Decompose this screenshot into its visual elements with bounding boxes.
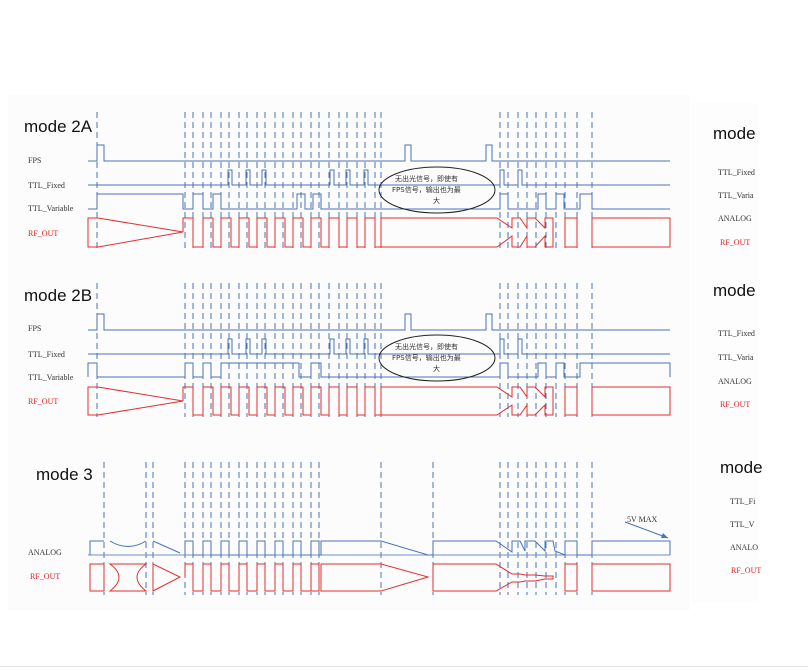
ttl-variable-label: TTL_Variable: [28, 204, 74, 213]
right-label: RF_OUT: [720, 238, 750, 247]
arrow-head-icon: [661, 533, 668, 538]
right-label: TTL_Varia: [718, 191, 754, 200]
right-label: RF_OUT: [731, 566, 761, 575]
right-mode-title-1: mode: [713, 124, 756, 143]
note-ellipse: [378, 334, 496, 382]
rf-out-label: RF_OUT: [28, 397, 58, 406]
page-divider: [0, 666, 808, 667]
ttl-fixed-waveform: [88, 338, 670, 355]
ttl-variable-waveform: [87, 362, 671, 378]
right-label: ANALOG: [718, 214, 752, 223]
right-mode-title-2: mode: [713, 281, 756, 300]
note-line-1: 无出光信号，即使有: [395, 342, 458, 351]
max-voltage-annotation: 5V MAX: [627, 515, 658, 524]
note-line-2: FPS信号，输出也为最: [392, 353, 461, 362]
right-label: RF_OUT: [720, 400, 750, 409]
mode-2b-section: mode 2B FPS TTL_Fixed TTL_Variable RF_OU…: [24, 286, 671, 416]
mode-2a-title: mode 2A: [24, 117, 93, 136]
ttl-fixed-waveform: [88, 169, 670, 186]
note-line-2: FPS信号，输出也为最: [392, 185, 461, 194]
ttl-variable-waveform: [88, 193, 670, 210]
right-label: TTL_Fixed: [718, 329, 755, 338]
note-line-3: 大: [433, 196, 440, 205]
right-label: TTL_Varia: [718, 353, 754, 362]
ttl-variable-label: TTL_Variable: [28, 373, 74, 382]
right-label: ANALOG: [718, 377, 752, 386]
cropped-slide: [692, 103, 758, 603]
right-mode-title-3: mode: [720, 458, 763, 477]
right-label: ANALO: [730, 543, 758, 552]
right-panel: mode TTL_Fixed TTL_Varia ANALOG RF_OUT m…: [713, 124, 763, 575]
rf-out-waveform: [87, 386, 671, 416]
fps-waveform: [88, 313, 670, 331]
annotation-arrow: [624, 521, 669, 539]
analog-waveform: [88, 521, 671, 556]
fps-waveform: [88, 144, 670, 162]
note-line-3: 大: [433, 364, 440, 373]
mode-3-section: mode 3 ANALOG RF_OUT 5V MAX: [28, 465, 671, 592]
mode-2a-section: mode 2A FPS TTL_Fixed TTL_Variable RF_OU…: [24, 117, 671, 248]
mode-3-title: mode 3: [36, 465, 93, 484]
ttl-fixed-label: TTL_Fixed: [28, 181, 65, 190]
mode-2b-title: mode 2B: [24, 286, 92, 305]
right-label: TTL_Fi: [730, 497, 756, 506]
right-label: TTL_Fixed: [718, 168, 755, 177]
note-line-1: 无出光信号，即使有: [395, 174, 458, 183]
analog-label: ANALOG: [28, 548, 62, 557]
rf-out-label: RF_OUT: [30, 572, 60, 581]
fps-label: FPS: [28, 324, 41, 333]
rf-out-waveform: [89, 563, 671, 592]
rf-out-waveform: [87, 217, 671, 248]
diagram-slide: [8, 95, 690, 610]
rf-out-label: RF_OUT: [28, 229, 58, 238]
right-label: TTL_V: [730, 520, 755, 529]
fps-label: FPS: [28, 156, 41, 165]
ttl-fixed-label: TTL_Fixed: [28, 350, 65, 359]
note-ellipse: [378, 166, 496, 214]
